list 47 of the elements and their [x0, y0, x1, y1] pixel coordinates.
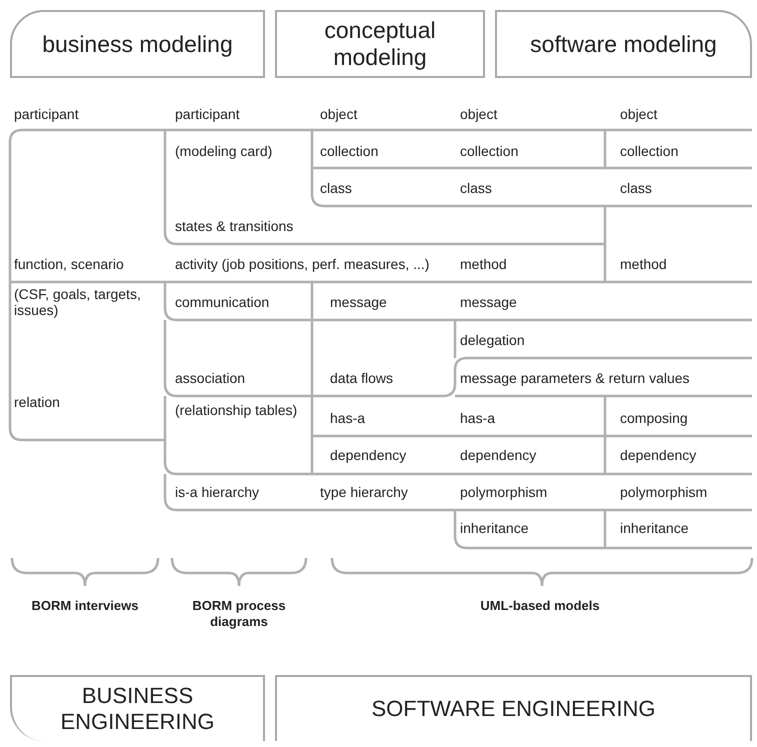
term-label: has-a: [460, 410, 496, 426]
term-label: dependency: [620, 447, 696, 463]
term-label: participant: [14, 106, 79, 122]
term-label: communication: [175, 294, 270, 310]
term-label: collection: [620, 143, 678, 159]
term-label: message parameters & return values: [460, 370, 690, 386]
term-label: inheritance: [620, 520, 688, 536]
term-label: data flows: [330, 370, 394, 386]
term-label: participant: [175, 106, 240, 122]
term-label: object: [620, 106, 658, 122]
term-label: activity (job positions, perf. measures, ...): [175, 256, 430, 272]
term-label: polymorphism: [460, 484, 548, 500]
term-label: polymorphism: [620, 484, 708, 500]
term-label: delegation: [460, 332, 525, 348]
group-label: BORM interviews: [30, 598, 140, 614]
term-label: collection: [320, 143, 378, 159]
column-header-box: software modeling: [495, 10, 752, 78]
term-label: object: [320, 106, 358, 122]
term-label: dependency: [330, 447, 406, 463]
term-label: type hierarchy: [320, 484, 408, 500]
term-label: class: [460, 180, 492, 196]
term-label: class: [320, 180, 352, 196]
term-label: is-a hierarchy: [175, 484, 260, 500]
group-label: UML-based models: [479, 598, 601, 614]
term-label: composing: [620, 410, 688, 426]
term-label: inheritance: [460, 520, 528, 536]
term-label: method: [620, 256, 667, 272]
section-box: SOFTWARE ENGINEERING: [275, 675, 752, 741]
term-label: relation: [14, 394, 60, 410]
term-label: states & transitions: [175, 218, 294, 234]
column-header-box: business modeling: [10, 10, 265, 78]
term-label: (modeling card): [175, 143, 272, 159]
term-label: (relationship tables): [175, 402, 298, 418]
group-label: BORM process diagrams: [191, 598, 287, 630]
column-header-box: conceptual modeling: [275, 10, 485, 78]
term-label: association: [175, 370, 246, 386]
term-label: message: [330, 294, 387, 310]
term-label: function, scenario: [14, 256, 124, 272]
term-label: (CSF, goals, targets, issues): [14, 286, 142, 318]
term-label: message: [460, 294, 517, 310]
term-label: has-a: [330, 410, 366, 426]
term-label: object: [460, 106, 498, 122]
term-label: class: [620, 180, 652, 196]
term-label: method: [460, 256, 507, 272]
section-box: BUSINESS ENGINEERING: [10, 675, 265, 741]
term-label: collection: [460, 143, 518, 159]
term-label: dependency: [460, 447, 536, 463]
